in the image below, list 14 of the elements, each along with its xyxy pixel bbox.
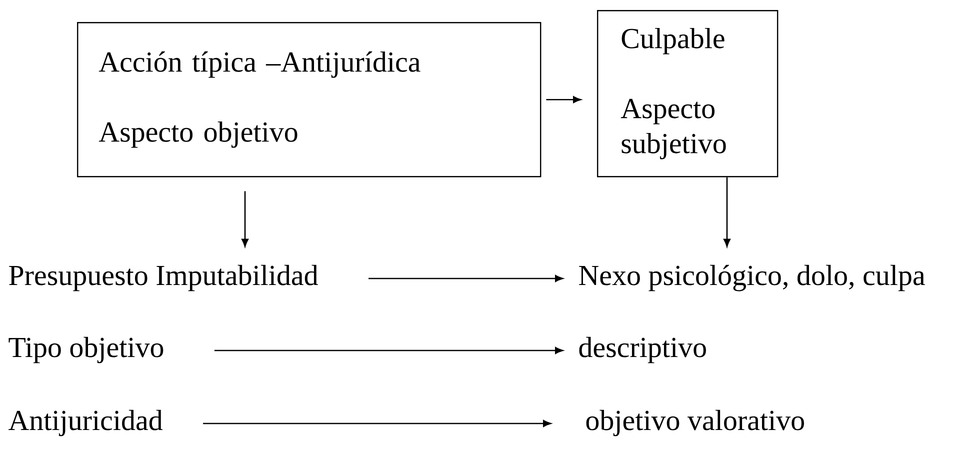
text-label: Presupuesto Imputabilidad [9,264,318,292]
arrow [724,177,730,247]
text-label: objetivo valorativo [586,410,804,436]
text-label: descriptivo [579,336,706,364]
arrow [242,191,248,247]
arrow [214,347,564,354]
text-box: Culpable Aspecto subjetivo [597,10,778,178]
text-label: Nexo psicológico, dolo, culpa [579,264,925,292]
text-label: Tipo objetivo [8,336,164,364]
text-box: Acción típica –Antijurídica Aspecto objetivo [77,22,542,178]
arrow [368,275,564,282]
arrow [203,420,552,427]
text-label: Antijuricidad [8,410,162,436]
arrow [546,96,582,104]
